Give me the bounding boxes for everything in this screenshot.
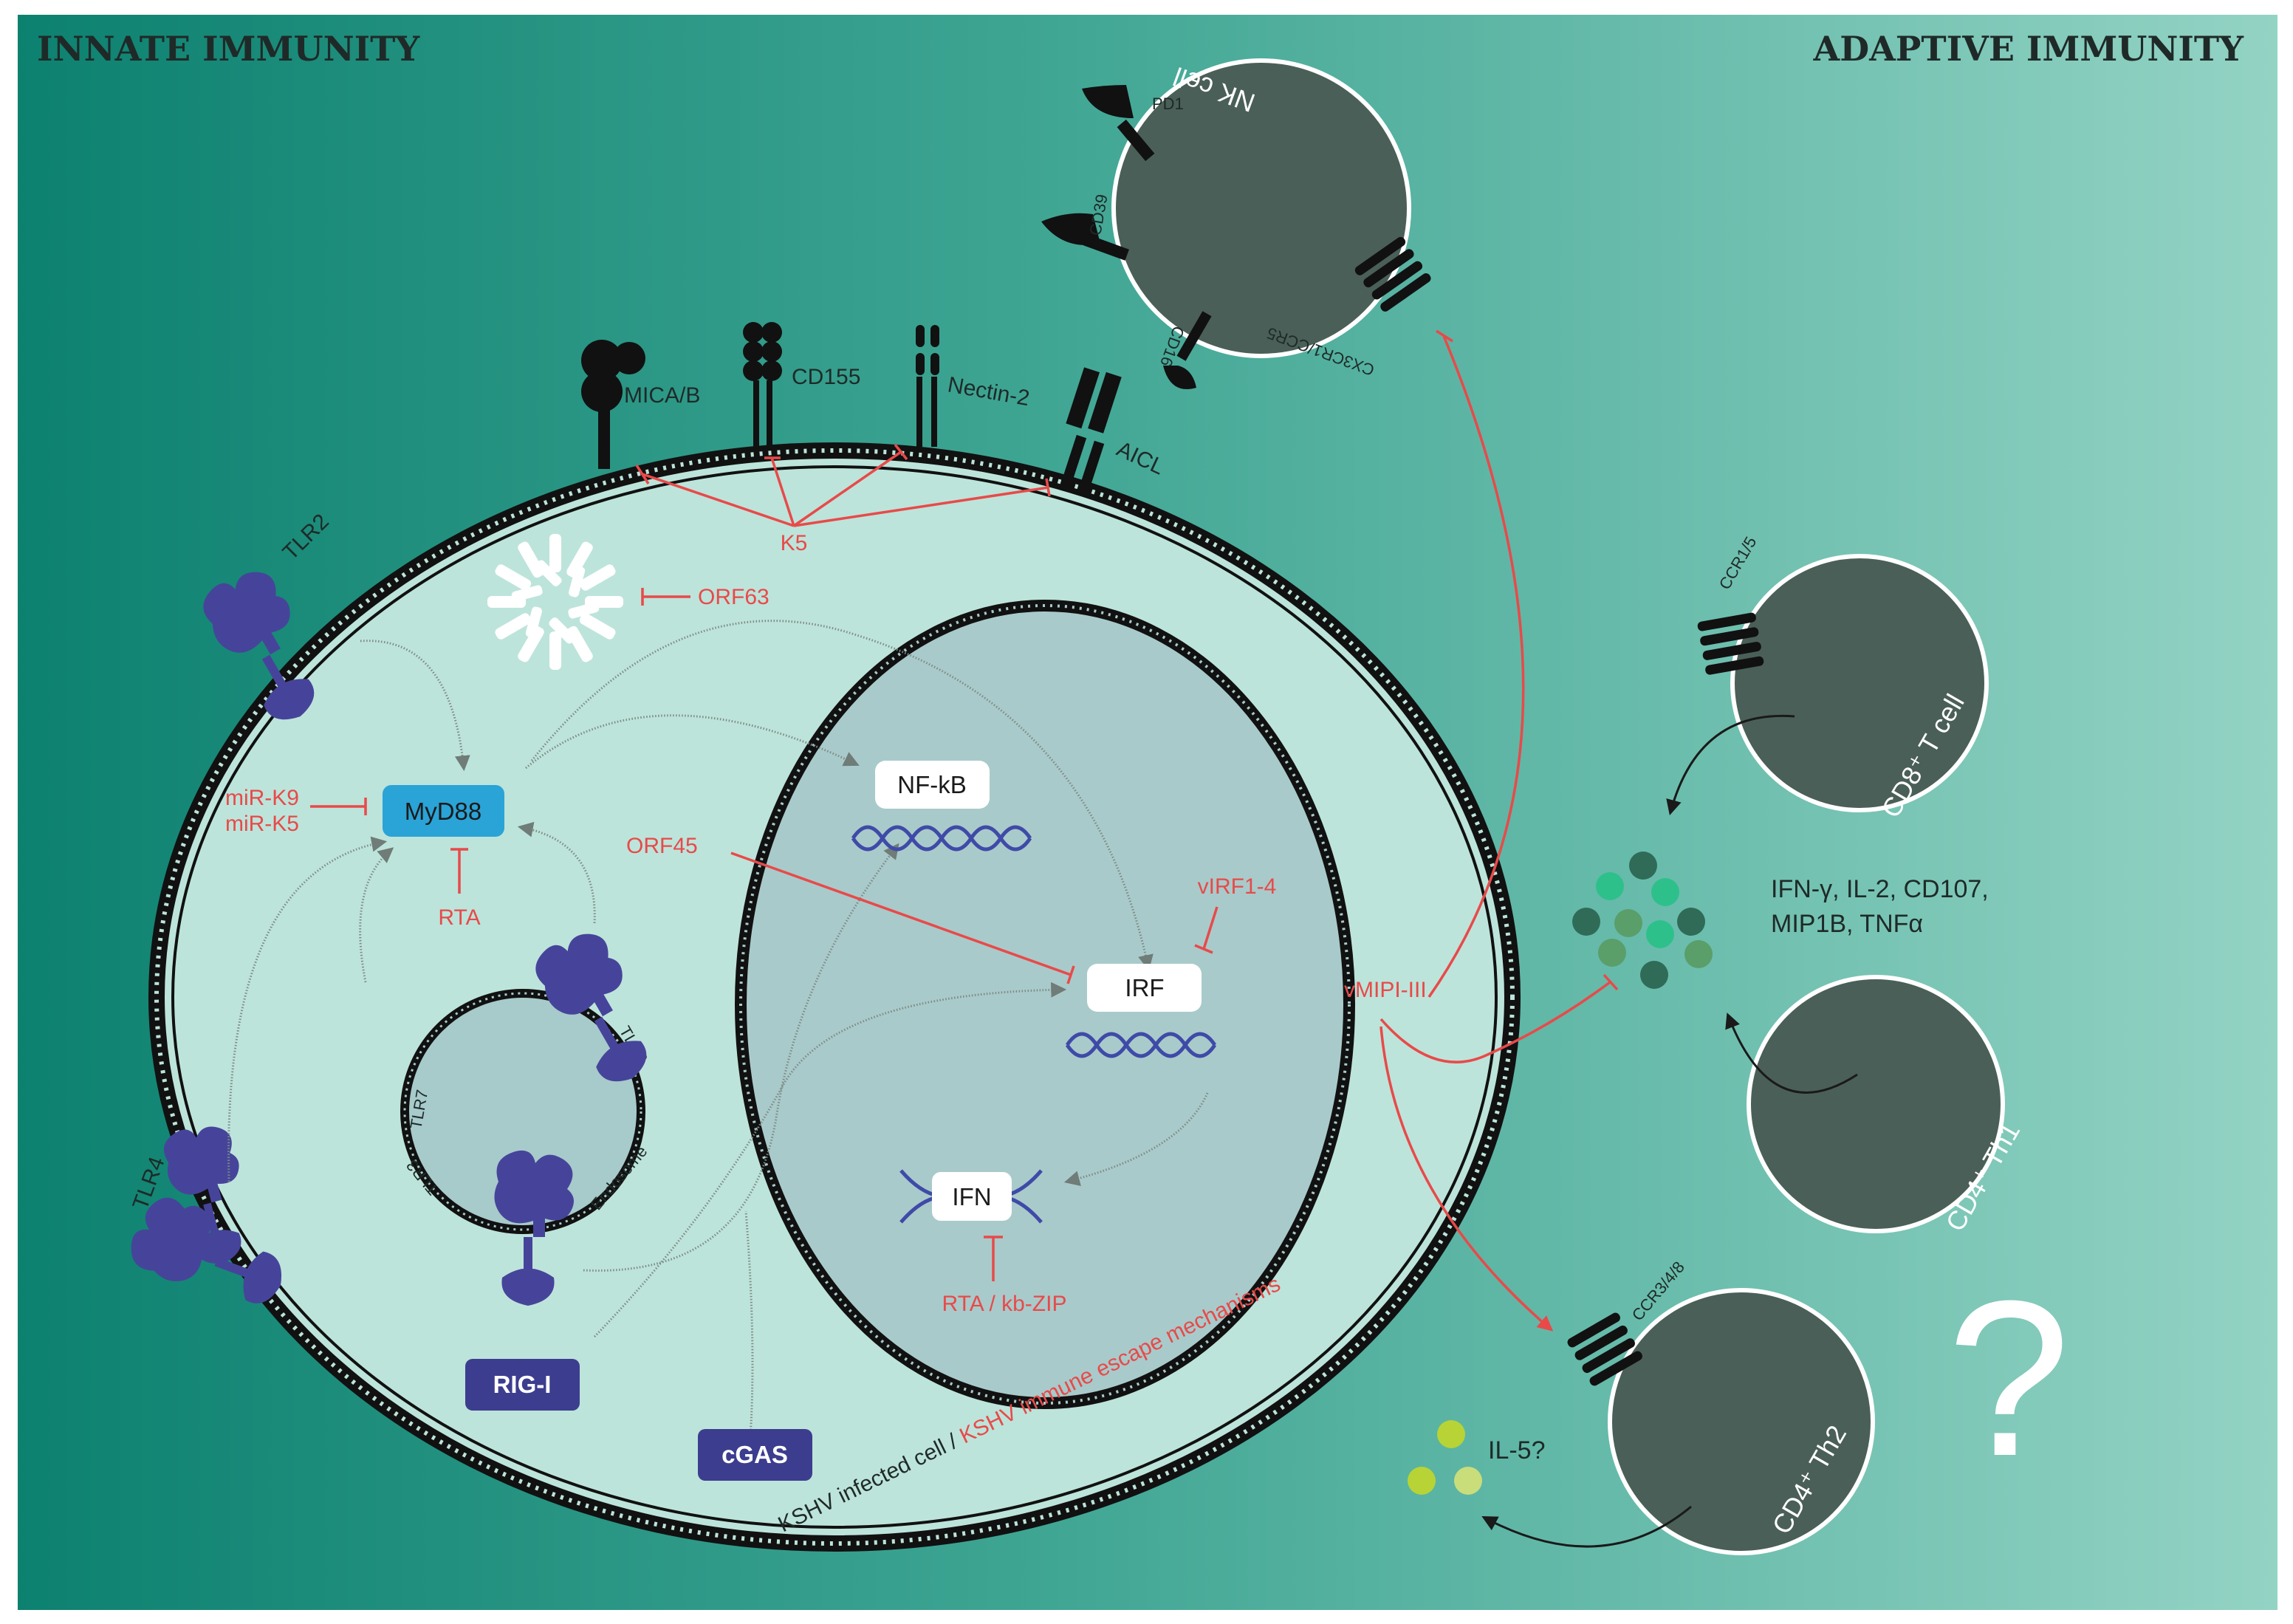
mirk9-label: miR-K9 [225, 786, 299, 810]
nfkb-dna-icon [851, 825, 1032, 852]
mirk5-label: miR-K5 [225, 812, 299, 836]
irf-box [1087, 964, 1202, 1012]
rta-myd88-inhibition [450, 848, 468, 894]
question-mark: ? [1947, 1254, 2071, 1502]
vmipi-label: vMIPI-III [1344, 978, 1427, 1002]
nfkb-box [875, 761, 990, 809]
cd155-label: CD155 [792, 365, 860, 389]
pd1-label: PD1 [1152, 95, 1184, 113]
cgas-label: cGAS [722, 1441, 788, 1468]
ifn-dna-icon [899, 1169, 1043, 1224]
nk-cell [1041, 58, 1431, 389]
mica-receptor-icon [581, 340, 645, 469]
orf45-label: ORF45 [626, 834, 698, 858]
ifn-box [932, 1172, 1012, 1221]
mir-inhibition [310, 798, 367, 815]
th2-cell [1567, 1288, 1875, 1555]
orf63-label: ORF63 [698, 585, 770, 609]
virf-inhibition [1194, 906, 1219, 954]
rigi-label: RIG-I [493, 1371, 552, 1398]
orf45-inhibition [730, 852, 1075, 984]
k5-inhibition-lines [635, 443, 1051, 527]
irf-dna-icon [1065, 1032, 1217, 1058]
vmipi-cytokine-inhibition [1379, 973, 1619, 1063]
cd8-secretion-arrow [1666, 714, 1795, 816]
virf-label: vIRF1-4 [1198, 874, 1277, 899]
orf63-inhibition [641, 588, 690, 606]
ifn-label: IFN [952, 1183, 991, 1210]
il5-label: IL-5? [1488, 1436, 1546, 1464]
cd155-receptor-icon [743, 322, 782, 447]
aicl-receptor-icon [1059, 367, 1122, 497]
rta-kbzip-inhibition [984, 1236, 1003, 1281]
innate-immunity-heading: INNATE IMMUNITY [37, 29, 420, 69]
il5-dots [1408, 1420, 1482, 1495]
myd88-box [383, 785, 504, 837]
cytokines-line1: IFN-γ, IL-2, CD107, [1771, 875, 1989, 903]
vmipi-th2-arrow [1379, 1026, 1554, 1332]
adaptive-immunity-heading: ADAPTIVE IMMUNITY [1813, 29, 2245, 69]
endosome [400, 989, 645, 1234]
rta-label: RTA [438, 905, 480, 930]
rta-kbzip-label: RTA / kb-ZIP [942, 1292, 1067, 1316]
cytokine-cluster [1572, 852, 1713, 989]
th1-secretion-arrow [1725, 1013, 1858, 1094]
k5-label: K5 [781, 531, 808, 555]
th2-secretion-arrow [1481, 1505, 1692, 1548]
th1-cell [1747, 975, 2005, 1233]
irf-label: IRF [1125, 974, 1164, 1001]
vmipi-nk-inhibition [1427, 329, 1525, 998]
nfkb-label: NF-kB [897, 771, 967, 798]
mica-label: MICA/B [624, 383, 700, 408]
rigi-box [465, 1359, 580, 1411]
cd8-t-cell [1697, 554, 1989, 812]
cytokines-line2: MIP1B, TNFα [1771, 910, 1923, 938]
signaling-arrows [227, 620, 1209, 1448]
inflammasome-icon [487, 534, 623, 670]
myd88-label: MyD88 [405, 798, 482, 825]
nectin-receptor-icon [916, 325, 939, 447]
cgas-box [698, 1429, 812, 1481]
